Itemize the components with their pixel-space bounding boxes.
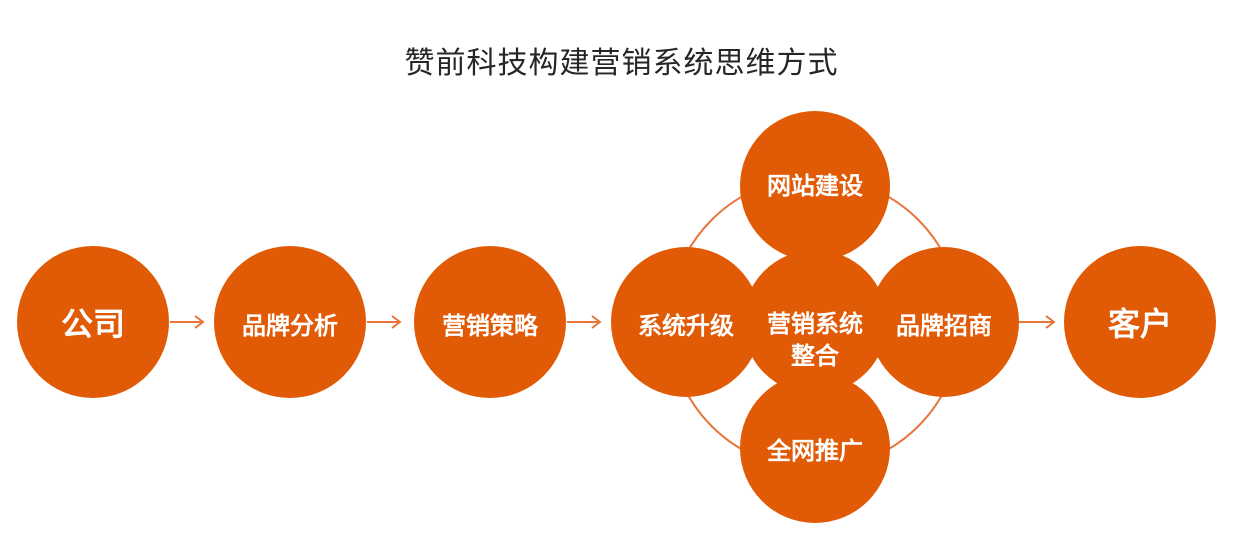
node-customer-label: 客户 — [1108, 305, 1172, 343]
node-online-promotion: 全网推广 — [740, 373, 890, 523]
node-system-integration: 营销系统 整合 — [743, 250, 887, 394]
arrow-company-to-brand-analysis — [170, 315, 205, 329]
node-brand-analysis-label: 品牌分析 — [242, 312, 338, 340]
node-company-label: 公司 — [61, 305, 125, 343]
node-online-promotion-label: 全网推广 — [766, 437, 863, 465]
node-website: 网站建设 — [740, 111, 890, 261]
node-brand-investment: 品牌招商 — [869, 247, 1019, 397]
flow-arrows — [170, 315, 1056, 329]
node-marketing-strategy: 营销策略 — [414, 246, 566, 398]
node-system-upgrade: 系统升级 — [611, 247, 761, 397]
node-customer: 客户 — [1064, 246, 1216, 398]
node-system-upgrade-label: 系统升级 — [638, 312, 734, 340]
node-company: 公司 — [17, 246, 169, 398]
node-marketing-strategy-label: 营销策略 — [442, 312, 539, 340]
arrow-cluster-to-customer — [1018, 315, 1056, 329]
node-brand-investment-label: 品牌招商 — [896, 312, 992, 340]
node-brand-analysis: 品牌分析 — [214, 246, 366, 398]
arrow-brand-analysis-to-strategy — [367, 315, 402, 329]
diagram-title: 赞前科技构建营销系统思维方式 — [404, 46, 839, 81]
node-system-integration-label-line1: 营销系统 — [767, 310, 863, 338]
node-website-label: 网站建设 — [767, 172, 863, 200]
node-system-integration-label-line2: 整合 — [791, 342, 840, 370]
arrow-strategy-to-system-upgrade — [567, 315, 602, 329]
